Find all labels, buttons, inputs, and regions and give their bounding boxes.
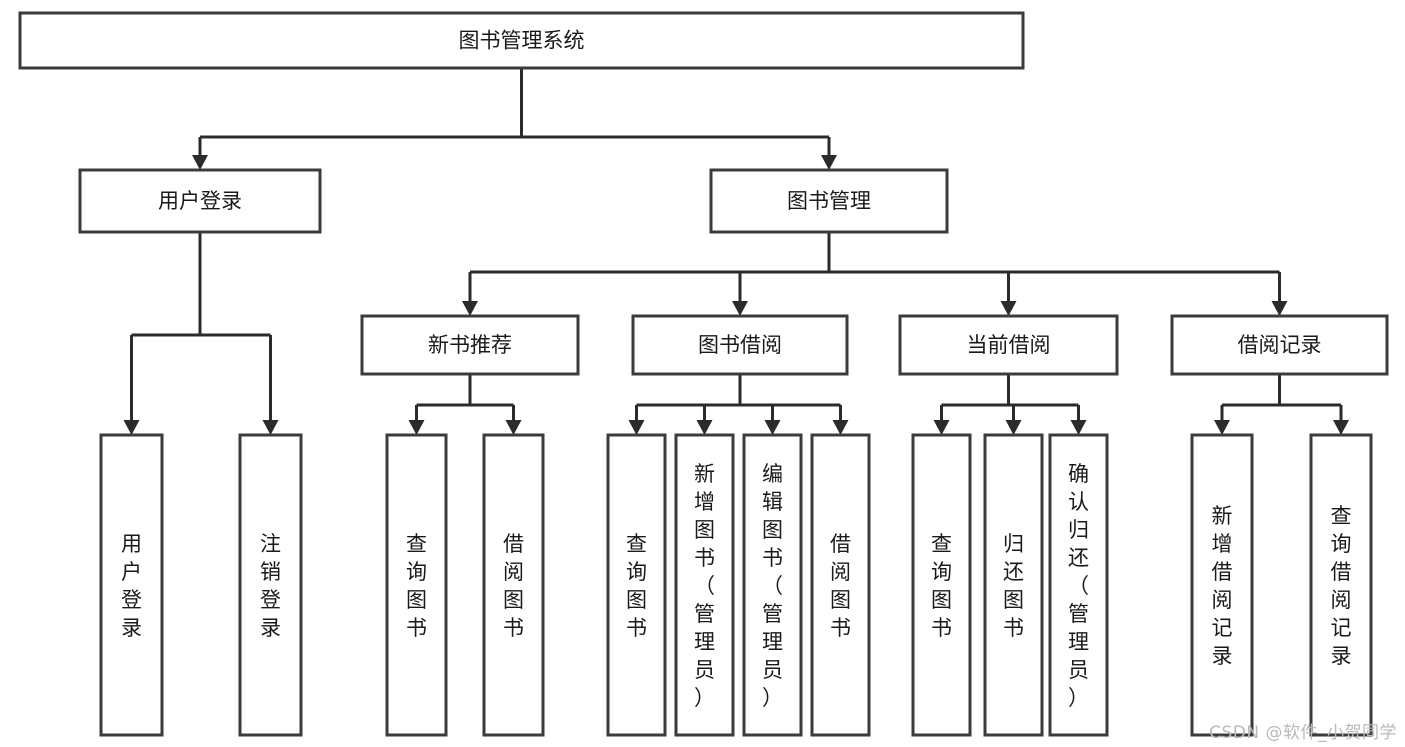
arrow-head bbox=[1271, 301, 1288, 316]
connector-layer bbox=[123, 68, 1349, 435]
arrow-head bbox=[192, 155, 208, 170]
node-new-book-recommend[interactable]: 新书推荐 bbox=[360, 314, 580, 376]
node-leaf-logout-login[interactable]: 注销登录 bbox=[238, 433, 303, 737]
arrow-head bbox=[628, 420, 645, 435]
arrow-head bbox=[764, 420, 781, 435]
node-label: 借阅图书 bbox=[503, 532, 524, 640]
node-root-title[interactable]: 图书管理系统 bbox=[18, 11, 1025, 70]
node-label: 新书推荐 bbox=[428, 333, 512, 357]
node-label: 注销登录 bbox=[260, 532, 281, 640]
node-leaf-borrow-book-2[interactable]: 借阅图书 bbox=[810, 433, 871, 737]
arrow-head bbox=[1070, 420, 1087, 435]
node-label: 借阅图书 bbox=[830, 532, 851, 640]
node-label: 查询图书 bbox=[406, 532, 427, 640]
node-label: 当前借阅 bbox=[967, 333, 1051, 357]
node-leaf-return-book[interactable]: 归还图书 bbox=[983, 433, 1044, 737]
node-leaf-query-book-3[interactable]: 查询图书 bbox=[911, 433, 972, 737]
node-borrow-record[interactable]: 借阅记录 bbox=[1170, 314, 1389, 376]
node-book-borrow[interactable]: 图书借阅 bbox=[631, 314, 849, 376]
node-label: 新增图书（管理员） bbox=[694, 462, 715, 710]
node-label: 图书管理 bbox=[787, 189, 871, 213]
arrow-head bbox=[1005, 420, 1022, 435]
node-leaf-edit-book[interactable]: 编辑图书（管理员） bbox=[742, 433, 803, 737]
node-leaf-query-record[interactable]: 查询借阅记录 bbox=[1309, 433, 1373, 737]
node-label: 查询借阅记录 bbox=[1331, 504, 1352, 668]
arrow-head bbox=[732, 301, 748, 316]
arrow-head bbox=[408, 420, 425, 435]
node-label: 确认归还（管理员） bbox=[1068, 462, 1089, 710]
node-user-login[interactable]: 用户登录 bbox=[78, 168, 322, 234]
node-leaf-confirm-return[interactable]: 确认归还（管理员） bbox=[1048, 433, 1109, 737]
arrow-head bbox=[123, 420, 140, 435]
node-leaf-user-login[interactable]: 用户登录 bbox=[99, 433, 164, 737]
node-layer: 图书管理系统用户登录图书管理新书推荐图书借阅当前借阅借阅记录用户登录注销登录查询… bbox=[18, 11, 1389, 737]
node-leaf-add-book[interactable]: 新增图书（管理员） bbox=[674, 433, 735, 737]
arrow-head bbox=[1000, 301, 1017, 316]
node-leaf-borrow-book-1[interactable]: 借阅图书 bbox=[482, 433, 545, 737]
arrow-head bbox=[821, 155, 837, 170]
node-label: 用户登录 bbox=[158, 189, 242, 213]
node-label: 查询图书 bbox=[626, 532, 647, 640]
arrow-head bbox=[1214, 420, 1230, 435]
node-leaf-add-record[interactable]: 新增借阅记录 bbox=[1190, 433, 1254, 737]
node-current-borrow[interactable]: 当前借阅 bbox=[898, 314, 1119, 376]
arrow-head bbox=[933, 420, 950, 435]
node-label: 编辑图书（管理员） bbox=[762, 462, 783, 710]
node-label: 用户登录 bbox=[121, 532, 142, 640]
node-label: 归还图书 bbox=[1003, 532, 1024, 640]
node-leaf-query-book-2[interactable]: 查询图书 bbox=[606, 433, 667, 737]
node-label: 借阅记录 bbox=[1238, 333, 1322, 357]
arrow-head bbox=[832, 420, 849, 435]
arrow-head bbox=[505, 420, 522, 435]
node-label: 查询图书 bbox=[931, 532, 952, 640]
node-label: 图书借阅 bbox=[698, 333, 782, 357]
node-book-manage[interactable]: 图书管理 bbox=[709, 168, 949, 234]
node-label: 图书管理系统 bbox=[459, 29, 585, 53]
node-leaf-query-book-1[interactable]: 查询图书 bbox=[385, 433, 448, 737]
arrow-head bbox=[1333, 420, 1349, 435]
arrow-head bbox=[462, 301, 478, 316]
node-label: 新增借阅记录 bbox=[1212, 504, 1233, 668]
arrow-head bbox=[262, 420, 279, 435]
arrow-head bbox=[696, 420, 713, 435]
